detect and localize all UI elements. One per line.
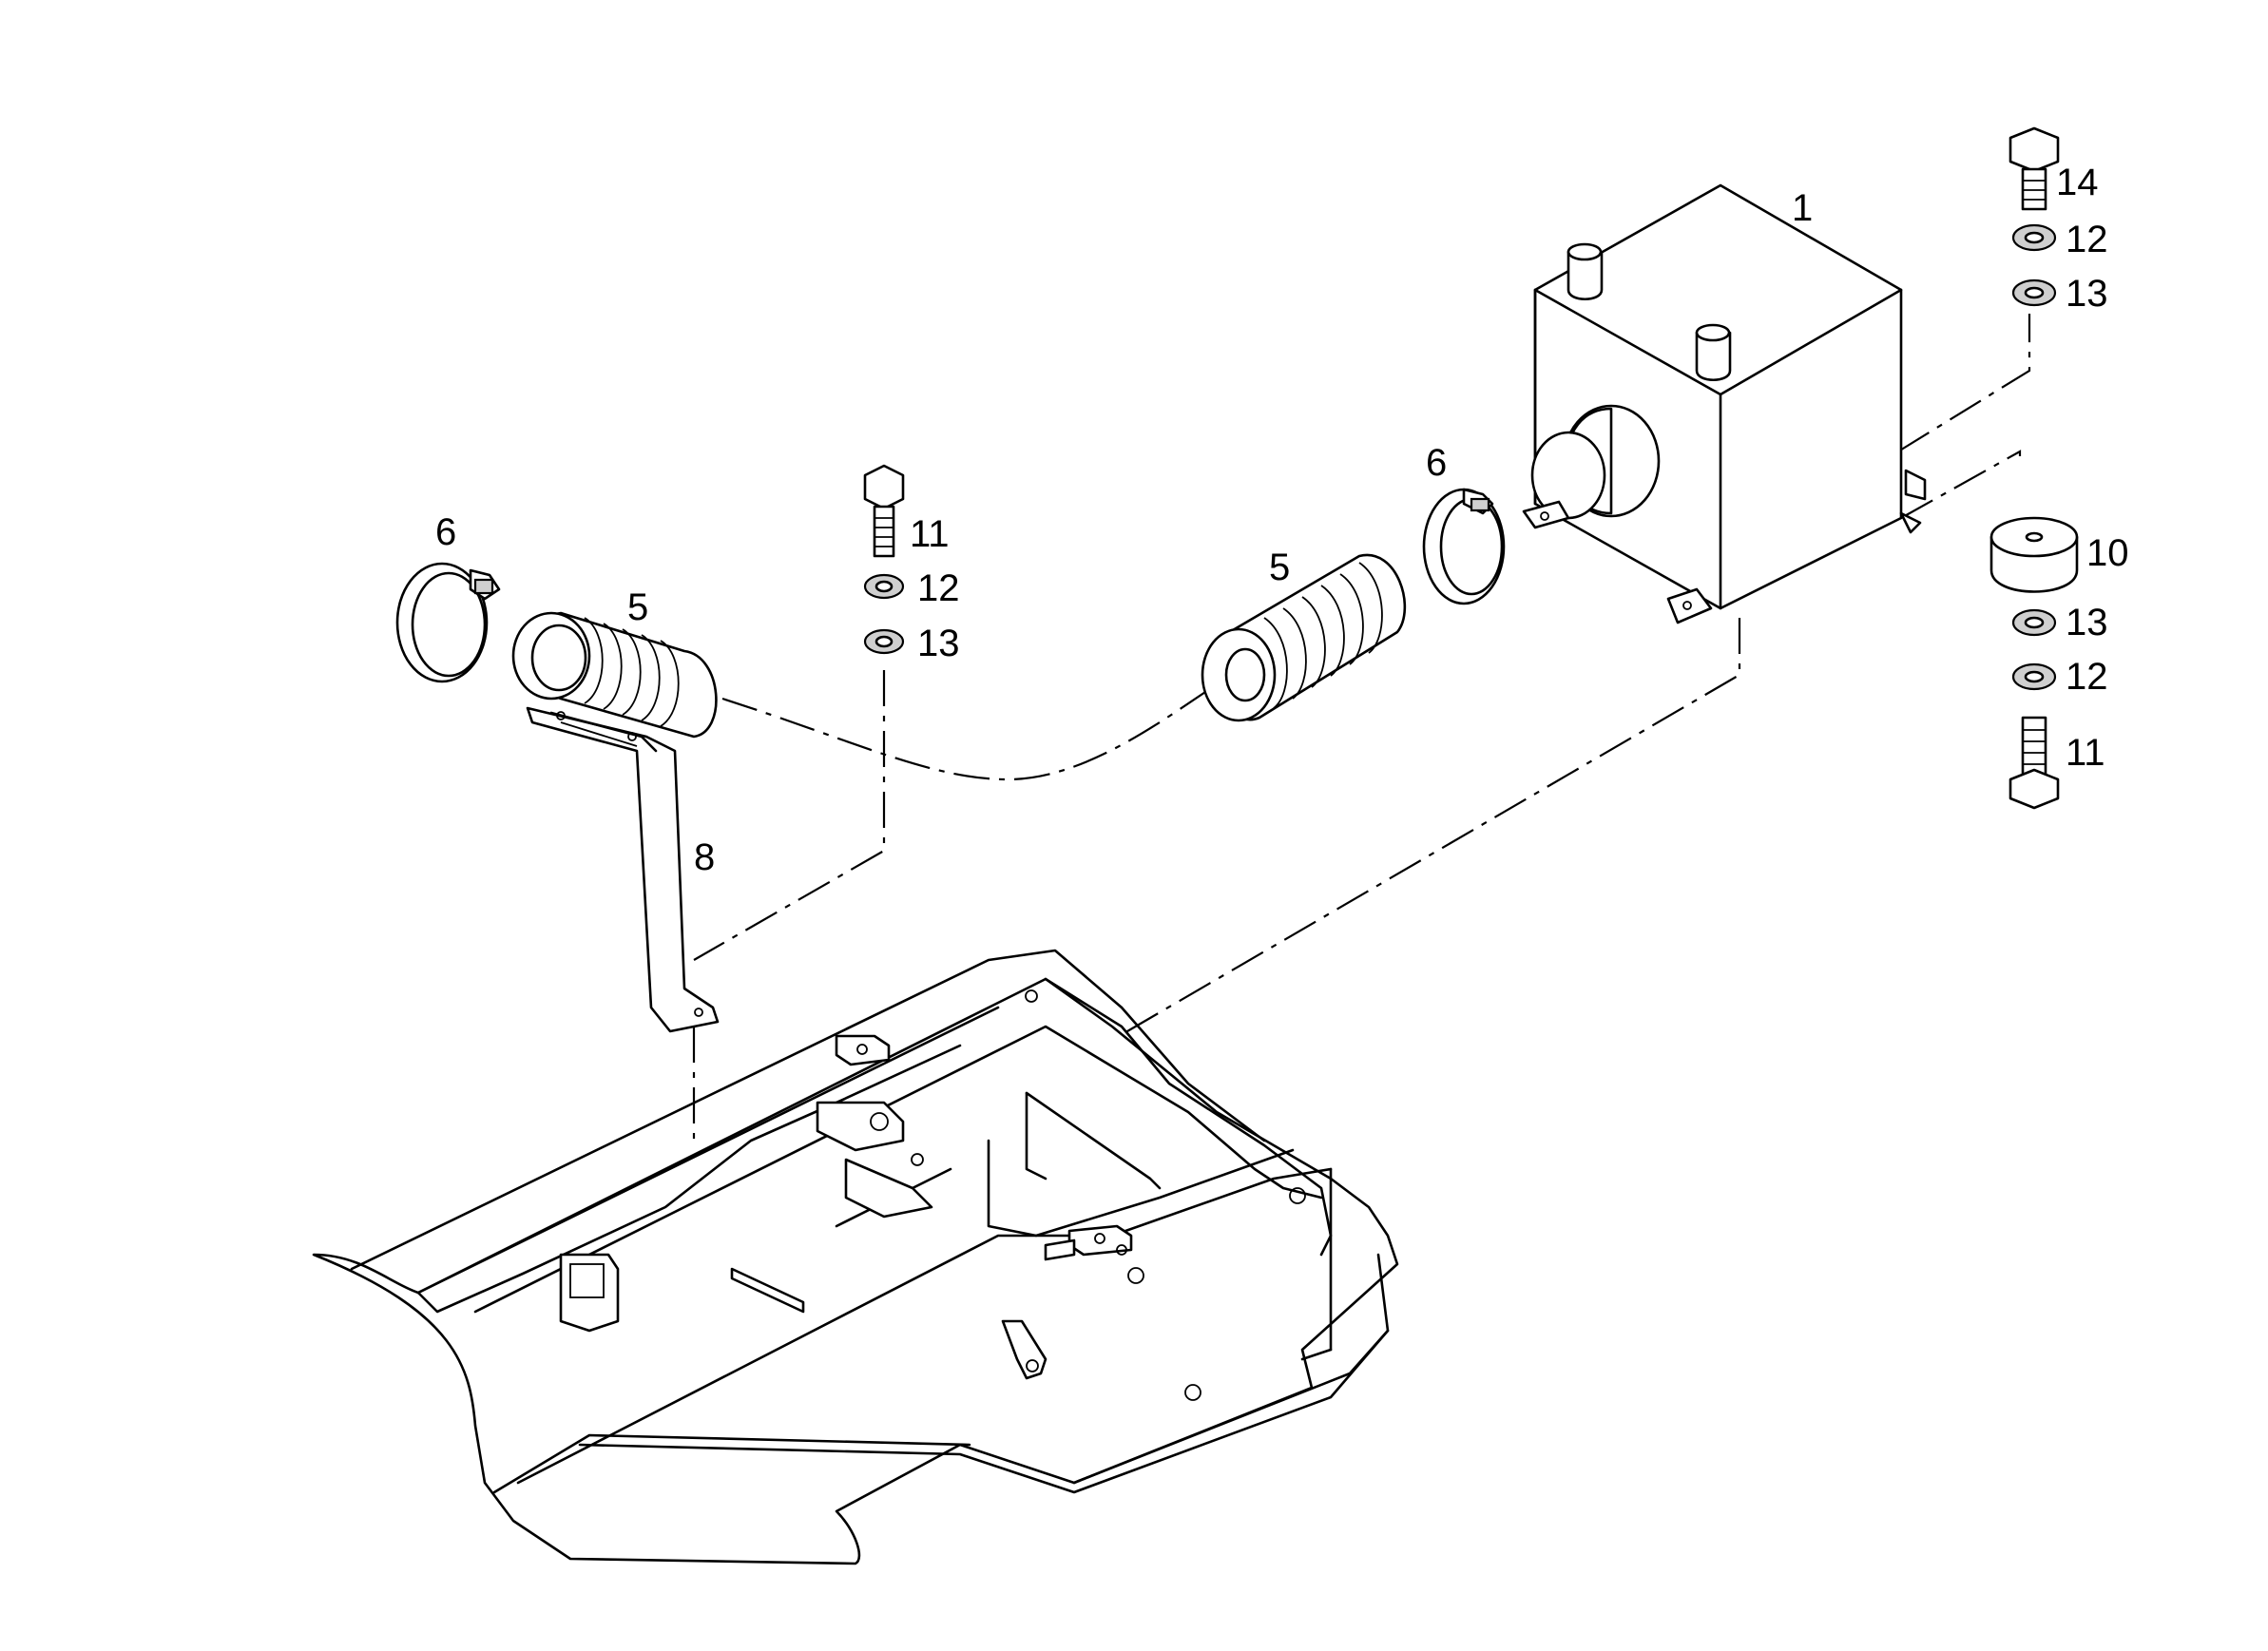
tank-box xyxy=(1522,183,1927,624)
callout-13: 13 xyxy=(2066,602,2108,643)
bracket xyxy=(526,706,720,1033)
chassis-frame xyxy=(312,949,1399,1565)
hose-right xyxy=(1201,553,1407,722)
callout-13: 13 xyxy=(917,623,960,664)
callout-11: 11 xyxy=(2066,732,2105,774)
callout-5: 5 xyxy=(627,586,648,628)
hardware-left xyxy=(863,464,905,655)
callout-6: 6 xyxy=(435,511,456,553)
hose-left xyxy=(511,611,718,739)
clamp-left xyxy=(395,562,501,683)
callout-13: 13 xyxy=(2066,273,2108,315)
callout-12: 12 xyxy=(917,567,960,609)
callout-labels: 1 14 12 13 6 10 13 12 11 5 6 5 11 12 13 … xyxy=(435,162,2129,878)
callout-1: 1 xyxy=(1792,187,1813,229)
clamp-right xyxy=(1422,488,1506,605)
callout-12: 12 xyxy=(2066,656,2108,698)
callout-8: 8 xyxy=(694,836,715,878)
callout-12: 12 xyxy=(2066,219,2108,260)
callout-6: 6 xyxy=(1426,442,1447,484)
hardware-right xyxy=(1989,126,2079,810)
callout-10: 10 xyxy=(2086,532,2129,574)
callout-11: 11 xyxy=(910,513,950,555)
callout-14: 14 xyxy=(2056,162,2099,203)
callout-5: 5 xyxy=(1269,547,1290,588)
